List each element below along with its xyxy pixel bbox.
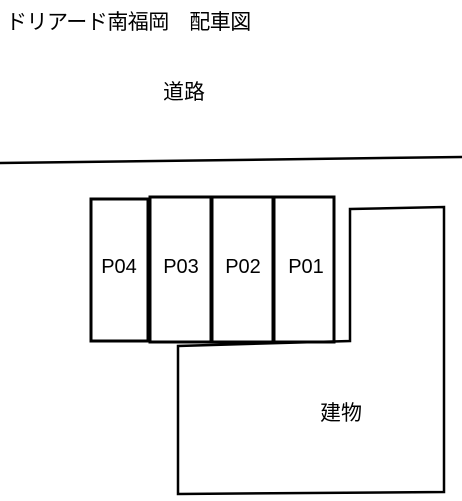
- parking-space-label: P04: [101, 256, 137, 278]
- parking-space-p02: P02: [210, 195, 275, 344]
- building-label: 建物: [320, 401, 362, 425]
- parking-space-p01: P01: [272, 195, 336, 344]
- parking-space-label: P01: [288, 256, 324, 278]
- parking-space-p03: P03: [148, 195, 213, 344]
- road-label: 道路: [163, 80, 205, 104]
- parking-space-p04: P04: [89, 197, 150, 343]
- road-edge-line: [0, 155, 462, 165]
- parking-space-label: P03: [163, 256, 199, 278]
- page-title: ドリアード南福岡 配車図: [6, 10, 251, 34]
- parking-space-label: P02: [225, 256, 261, 278]
- building-outline: [176, 205, 446, 496]
